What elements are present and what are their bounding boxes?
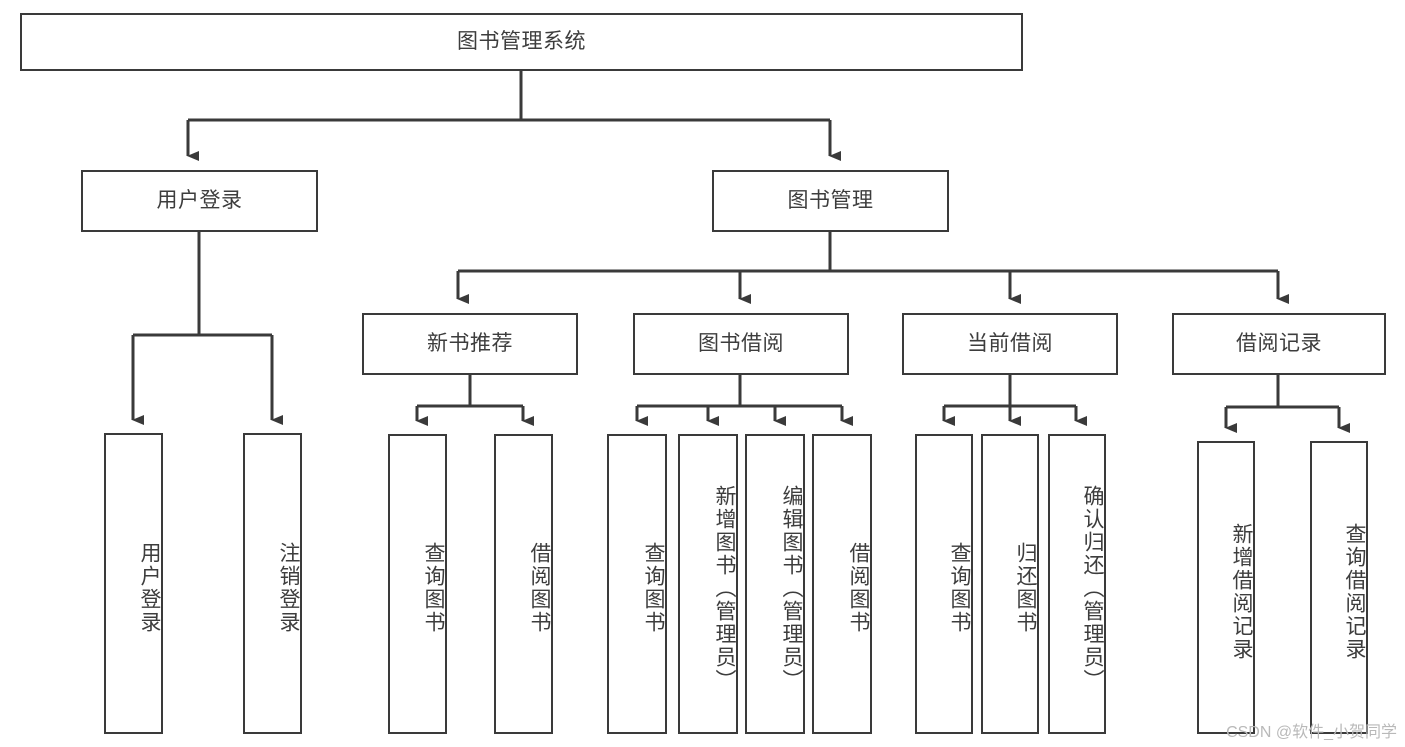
node-leaf-return-book[interactable]: 归还图书 xyxy=(981,434,1039,734)
node-label: 查询借阅记录 xyxy=(1343,522,1366,661)
node-label: 借阅图书 xyxy=(847,542,870,634)
node-label: 用户登录 xyxy=(138,541,161,634)
node-leaf-query-book-2[interactable]: 查询图书 xyxy=(607,434,667,734)
node-leaf-confirm-return-admin[interactable]: 确认归还（管理员） xyxy=(1048,434,1106,734)
node-book-management-system[interactable]: 图书管理系统 xyxy=(20,13,1023,71)
node-leaf-borrow-book-1[interactable]: 借阅图书 xyxy=(494,434,553,734)
node-leaf-edit-book-admin[interactable]: 编辑图书（管理员） xyxy=(745,434,805,734)
node-label: 新增图书（管理员） xyxy=(713,484,736,692)
node-label: 确认归还（管理员） xyxy=(1081,484,1104,692)
node-leaf-user-login[interactable]: 用户登录 xyxy=(104,433,163,734)
connector-group-new-book-recommend xyxy=(415,375,534,426)
node-label: 查询图书 xyxy=(642,542,665,634)
connector-group-borrow-record xyxy=(1224,375,1350,433)
node-leaf-add-borrow-record[interactable]: 新增借阅记录 xyxy=(1197,441,1255,734)
node-leaf-query-book-3[interactable]: 查询图书 xyxy=(915,434,973,734)
connector-group-book-borrow xyxy=(635,375,853,426)
node-leaf-query-borrow-record[interactable]: 查询借阅记录 xyxy=(1310,441,1368,734)
node-label: 查询图书 xyxy=(422,542,445,634)
node-new-book-recommend[interactable]: 新书推荐 xyxy=(362,313,578,375)
node-label: 新增借阅记录 xyxy=(1230,522,1253,661)
node-label: 用户登录 xyxy=(156,189,243,213)
node-user-login[interactable]: 用户登录 xyxy=(81,170,318,232)
node-label: 注销登录 xyxy=(277,541,300,634)
node-label: 当前借阅 xyxy=(967,332,1053,356)
node-label: 图书管理系统 xyxy=(457,30,586,54)
node-book-borrow[interactable]: 图书借阅 xyxy=(633,313,849,375)
node-label: 编辑图书（管理员） xyxy=(780,484,803,692)
connector-group-user-login xyxy=(131,232,283,425)
node-borrow-record[interactable]: 借阅记录 xyxy=(1172,313,1386,375)
node-leaf-add-book-admin[interactable]: 新增图书（管理员） xyxy=(678,434,738,734)
node-label: 图书借阅 xyxy=(698,332,784,356)
node-book-manage[interactable]: 图书管理 xyxy=(712,170,949,232)
connector-group-root xyxy=(186,71,841,161)
node-label: 归还图书 xyxy=(1014,542,1037,634)
node-label: 图书管理 xyxy=(787,189,874,213)
node-label: 新书推荐 xyxy=(427,332,513,356)
node-label: 借阅记录 xyxy=(1236,332,1322,356)
node-label: 借阅图书 xyxy=(528,542,551,634)
connector-group-book-manage xyxy=(456,232,1289,304)
connector-group-current-borrow xyxy=(942,375,1087,426)
node-leaf-logout-login[interactable]: 注销登录 xyxy=(243,433,302,734)
node-leaf-query-book-1[interactable]: 查询图书 xyxy=(388,434,447,734)
node-label: 查询图书 xyxy=(948,542,971,634)
node-leaf-borrow-book-2[interactable]: 借阅图书 xyxy=(812,434,872,734)
node-current-borrow[interactable]: 当前借阅 xyxy=(902,313,1118,375)
